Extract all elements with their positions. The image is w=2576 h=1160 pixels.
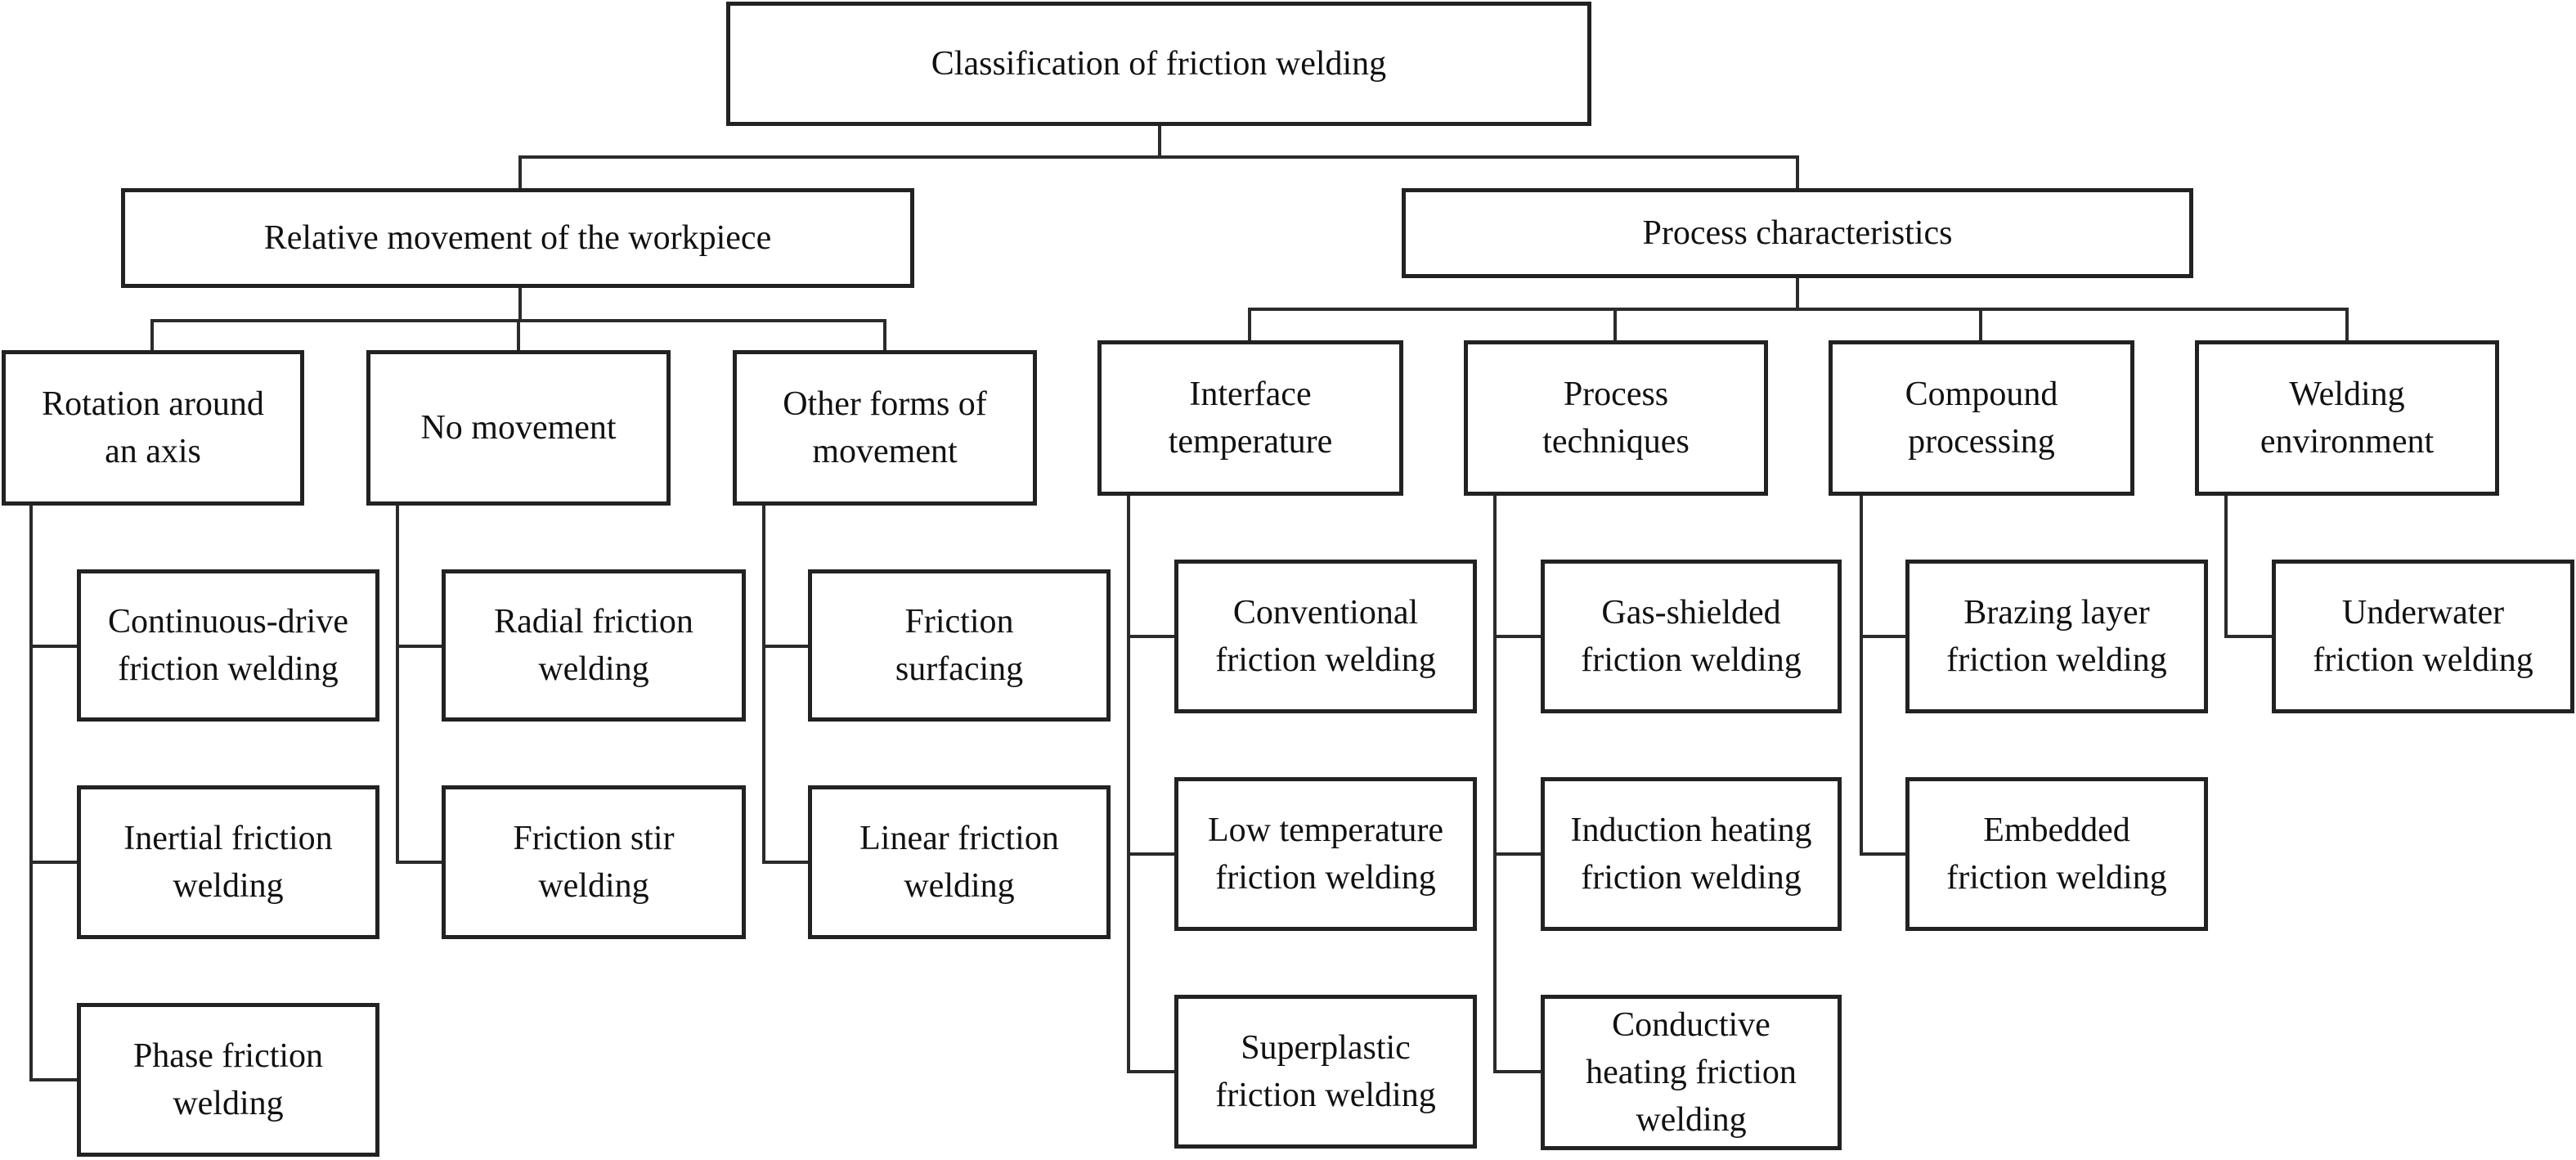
node-leaf-label: Underwater friction welding bbox=[2313, 594, 2533, 679]
node-leaf-label: Brazing layer friction welding bbox=[1946, 594, 2167, 679]
node-leaf-induction-heating-friction-welding: Induction heating friction welding bbox=[1541, 777, 1842, 931]
node-leaf-label: Conventional friction welding bbox=[1215, 594, 1436, 679]
node-leaf-underwater-friction-welding: Underwater friction welding bbox=[2272, 560, 2574, 713]
node-leaf-label: Friction surfacing bbox=[895, 603, 1024, 688]
node-leaf-phase-friction-welding: Phase friction welding bbox=[77, 1003, 379, 1157]
node-leaf-friction-surfacing: Friction surfacing bbox=[808, 569, 1111, 722]
node-leaf-label: Low temperature friction welding bbox=[1207, 812, 1444, 897]
node-leaf-label: Embedded friction welding bbox=[1946, 812, 2167, 897]
node-group-process-techniques: Process techniques bbox=[1464, 340, 1768, 496]
node-leaf-embedded-friction-welding: Embedded friction welding bbox=[1905, 777, 2208, 931]
node-group-compound-processing: Compound processing bbox=[1829, 340, 2134, 496]
node-leaf-radial-friction-welding: Radial friction welding bbox=[442, 569, 746, 722]
node-leaf-low-temperature-friction-welding: Low temperature friction welding bbox=[1174, 777, 1477, 931]
node-group-rotation-around-axis-label: Rotation around an axis bbox=[42, 385, 264, 470]
node-group-welding-environment-label: Welding environment bbox=[2260, 375, 2435, 461]
node-leaf-label: Phase friction welding bbox=[132, 1037, 324, 1122]
node-group-interface-temperature: Interface temperature bbox=[1097, 340, 1403, 496]
node-leaf-label: Induction heating friction welding bbox=[1570, 812, 1812, 897]
node-group-interface-temperature-label: Interface temperature bbox=[1168, 375, 1333, 461]
node-group-welding-environment: Welding environment bbox=[2195, 340, 2499, 496]
node-group-process-techniques-label: Process techniques bbox=[1542, 375, 1690, 461]
node-leaf-conventional-friction-welding: Conventional friction welding bbox=[1174, 560, 1477, 713]
node-leaf-label: Inertial friction welding bbox=[123, 820, 333, 905]
node-group-other-forms-of-movement-label: Other forms of movement bbox=[783, 385, 987, 470]
node-category-process-characteristics-label: Process characteristics bbox=[1642, 214, 1953, 252]
node-category-relative-movement: Relative movement of the workpiece bbox=[121, 188, 914, 288]
node-group-no-movement: No movement bbox=[366, 350, 671, 506]
node-leaf-gas-shielded-friction-welding: Gas-shielded friction welding bbox=[1541, 560, 1842, 713]
node-leaf-friction-stir-welding: Friction stir welding bbox=[442, 785, 746, 939]
node-group-rotation-around-axis: Rotation around an axis bbox=[2, 350, 304, 506]
node-group-compound-processing-label: Compound processing bbox=[1905, 375, 2058, 461]
node-leaf-label: Conductive heating friction welding bbox=[1586, 1006, 1797, 1139]
node-leaf-linear-friction-welding: Linear friction welding bbox=[808, 785, 1111, 939]
node-leaf-conductive-heating-friction-welding: Conductive heating friction welding bbox=[1541, 995, 1842, 1150]
node-leaf-label: Friction stir welding bbox=[513, 820, 675, 905]
node-leaf-label: Gas-shielded friction welding bbox=[1581, 594, 1802, 679]
node-group-other-forms-of-movement: Other forms of movement bbox=[733, 350, 1037, 506]
node-leaf-label: Radial friction welding bbox=[494, 603, 693, 688]
node-category-process-characteristics: Process characteristics bbox=[1402, 188, 2193, 278]
node-leaf-brazing-layer-friction-welding: Brazing layer friction welding bbox=[1905, 560, 2208, 713]
node-leaf-label: Linear friction welding bbox=[859, 820, 1059, 905]
node-category-relative-movement-label: Relative movement of the workpiece bbox=[263, 219, 772, 257]
node-leaf-continuous-drive-friction-welding: Continuous-drive friction welding bbox=[77, 569, 379, 722]
node-group-no-movement-label: No movement bbox=[420, 409, 617, 447]
node-leaf-label: Superplastic friction welding bbox=[1215, 1029, 1436, 1114]
node-leaf-label: Continuous-drive friction welding bbox=[108, 603, 348, 688]
node-leaf-superplastic-friction-welding: Superplastic friction welding bbox=[1174, 995, 1477, 1149]
node-leaf-inertial-friction-welding: Inertial friction welding bbox=[77, 785, 379, 939]
node-root-label: Classification of friction welding bbox=[931, 45, 1387, 83]
node-root: Classification of friction welding bbox=[726, 2, 1591, 126]
